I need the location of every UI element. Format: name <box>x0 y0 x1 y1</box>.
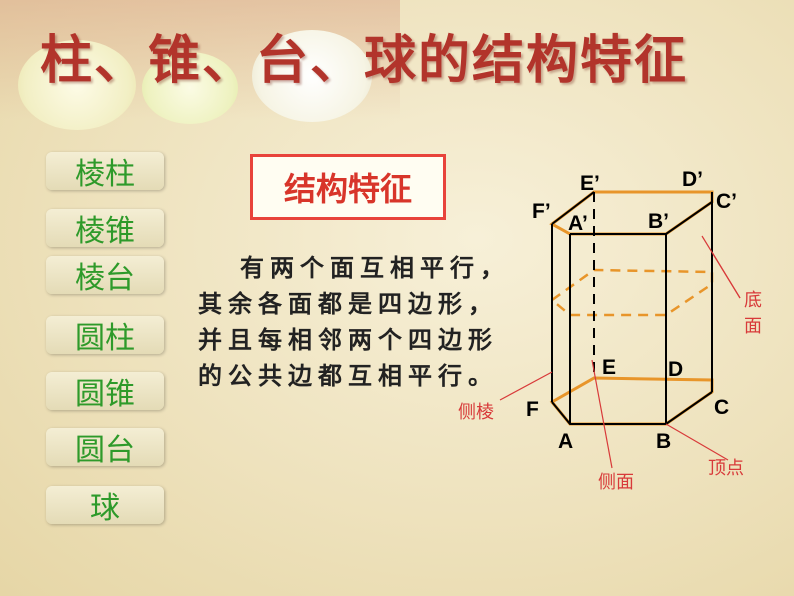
vertex-label-C: C <box>714 396 729 419</box>
decor-circle <box>142 52 238 124</box>
callout-label-vertex: 顶点 <box>708 458 744 478</box>
lower-base-edges <box>551 391 713 425</box>
description-line: 的公共边都互相平行。 <box>198 362 498 390</box>
nav-item-truncated-cone[interactable]: 圆台 <box>46 428 164 468</box>
upper-base-edges-back <box>551 191 595 225</box>
vertex-label-F1: F’ <box>532 200 551 223</box>
nav-item-prism[interactable]: 棱柱 <box>46 152 164 192</box>
page-title: 柱、锥、台、球的结构特征 <box>40 30 689 91</box>
upper-base-edges <box>570 201 713 235</box>
callout-label-base-1: 底 <box>744 290 762 310</box>
feature-description: 有两个面互相平行， 其余各面都是四边形， 并且每相邻两个四边形 的公共边都互相平… <box>198 250 510 394</box>
description-line: 有两个面互相平行， <box>240 254 510 282</box>
vertex-label-B: B <box>656 430 671 453</box>
callout-line-base2 <box>701 235 741 299</box>
vertex-label-A1: A’ <box>568 212 588 235</box>
callout-label-lateral-edge: 侧棱 <box>458 402 494 422</box>
callout-line-face <box>591 359 613 469</box>
callout-line-vertex <box>665 423 729 461</box>
lower-base <box>549 376 714 426</box>
callout-label-lateral-face: 侧面 <box>598 472 634 492</box>
decor-circle <box>252 30 372 122</box>
nav-item-frustum[interactable]: 棱台 <box>46 256 164 296</box>
nav-item-cone[interactable]: 圆锥 <box>46 372 164 412</box>
cross-section <box>549 268 714 317</box>
vertex-label-D1: D’ <box>682 168 703 191</box>
callout-line-edge <box>499 371 553 401</box>
vertex-label-B1: B’ <box>648 210 669 233</box>
vertex-label-D: D <box>668 358 683 381</box>
feature-heading: 结构特征 <box>250 154 446 220</box>
vertex-label-E: E <box>602 356 616 379</box>
nav-item-sphere[interactable]: 球 <box>46 486 164 526</box>
description-line: 并且每相邻两个四边形 <box>198 326 498 354</box>
nav-item-cylinder[interactable]: 圆柱 <box>46 316 164 356</box>
callout-label-base-2: 面 <box>744 316 762 336</box>
decor-circle <box>18 40 136 130</box>
vertex-label-A: A <box>558 430 573 453</box>
nav-item-pyramid[interactable]: 棱锥 <box>46 209 164 249</box>
vertex-label-C1: C’ <box>716 190 737 213</box>
vertex-label-E1: E’ <box>580 172 600 195</box>
vertex-label-F: F <box>526 398 539 421</box>
description-line: 其余各面都是四边形， <box>198 290 498 318</box>
